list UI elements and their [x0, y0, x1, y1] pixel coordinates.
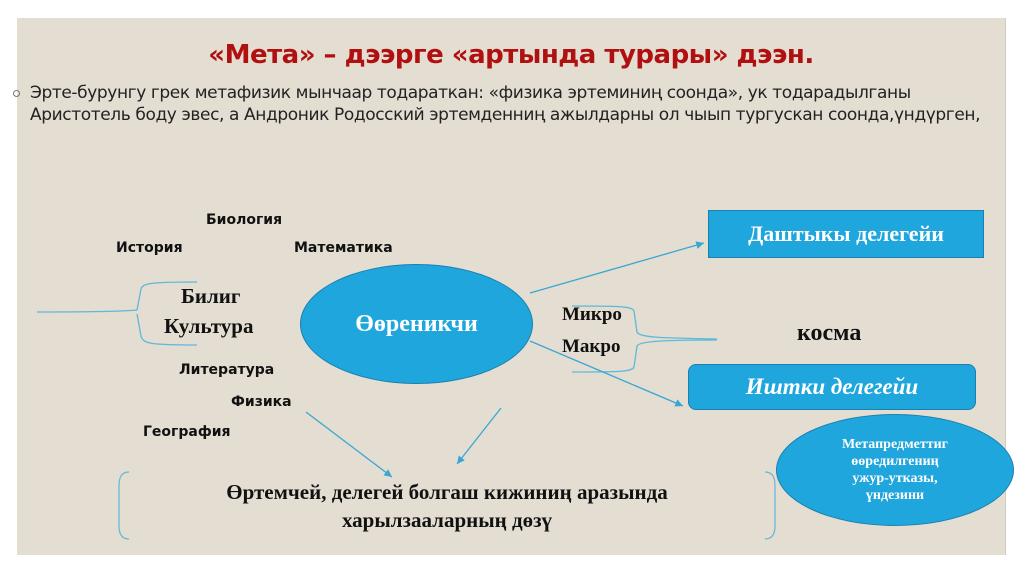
meta-line: ужур-утказы, [852, 471, 938, 486]
right-group-item: Микро [562, 304, 622, 325]
subject-literature: Литература [179, 362, 275, 378]
subject-physics: Физика [231, 394, 292, 410]
subject-geography: География [143, 424, 231, 440]
subject-history: История [116, 240, 183, 256]
cosma-label: косма [797, 320, 862, 346]
inner-world-box: Иштки делегейи [688, 364, 976, 410]
left-group-item: Билиг [181, 284, 241, 308]
bullet-icon [13, 90, 20, 97]
slide-title: «Мета» – дээрге «артында турары» дээн. [208, 40, 814, 70]
bottom-line: Өртемчей, делегей болгаш кижиниң аразынд… [226, 480, 668, 504]
center-label: Өөреникчи [355, 310, 478, 337]
bullet-text: Эрте-бурунгу грек метафизик мынчаар тода… [30, 83, 981, 125]
outer-world-label: Даштыкы делегейи [748, 221, 944, 246]
center-ellipse: Өөреникчи [300, 264, 533, 384]
meta-line: өөредилгениң [851, 454, 939, 469]
connectors [36, 241, 776, 540]
left-group-item: Культура [164, 314, 254, 338]
meta-ellipse: Метапредметтиг өөредилгениң ужур-утказы,… [776, 414, 1014, 526]
outer-world-box: Даштыкы делегейи [708, 210, 984, 258]
bottom-line: харылзааларның дөзү [341, 508, 553, 532]
bottom-statement: Өртемчей, делегей болгаш кижиниң аразынд… [119, 478, 775, 534]
inner-world-label: Иштки делегейи [745, 374, 919, 399]
right-group-item: Макро [562, 336, 621, 357]
slide: «Мета» – дээрге «артында турары» дээн. Э… [13, 18, 1014, 555]
meta-line: үндезини [865, 488, 925, 503]
subject-biology: Биология [206, 212, 283, 228]
subject-math: Математика [294, 240, 393, 256]
meta-line: Метапредметтиг [842, 437, 948, 452]
